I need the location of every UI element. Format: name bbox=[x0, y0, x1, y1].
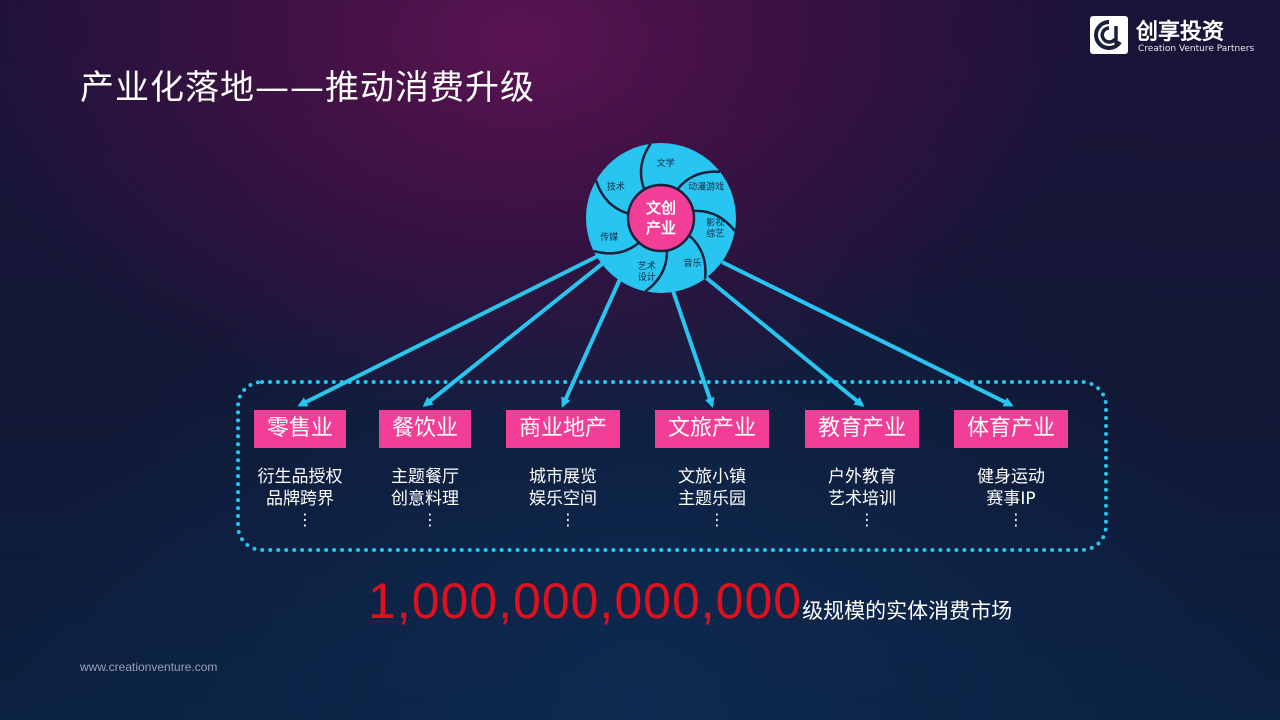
logo-subtitle: Creation Venture Partners bbox=[1138, 44, 1255, 54]
industry-label: 零售业 bbox=[254, 410, 346, 448]
more-ellipsis: ⋮ bbox=[859, 510, 875, 529]
wheel-segment-label: 艺术 bbox=[638, 260, 656, 272]
wheel-divider bbox=[639, 143, 652, 190]
industry-examples: 衍生品授权品牌跨界 bbox=[240, 466, 360, 510]
industry-label: 商业地产 bbox=[506, 410, 620, 448]
industry-example-item: 健身运动 bbox=[977, 467, 1045, 487]
logo-mark-icon bbox=[1090, 16, 1128, 54]
industry-label: 体育产业 bbox=[954, 410, 1068, 448]
wheel-divider bbox=[688, 235, 707, 279]
industry-example-item: 创意料理 bbox=[391, 489, 459, 509]
wheel-divider bbox=[594, 180, 628, 215]
industry-label: 教育产业 bbox=[805, 410, 919, 448]
industry-example-item: 主题餐厅 bbox=[391, 467, 459, 487]
industry-example-item: 主题乐园 bbox=[678, 489, 746, 509]
industries-container bbox=[236, 380, 1108, 552]
industry-examples: 健身运动赛事IP bbox=[951, 466, 1071, 510]
wheel-segment-label: 文学 bbox=[657, 157, 675, 169]
industry-example-item: 户外教育 bbox=[828, 467, 896, 487]
wheel-divider bbox=[677, 170, 721, 190]
arrow-to-industry bbox=[670, 287, 715, 408]
industry-examples: 城市展览娱乐空间 bbox=[503, 466, 623, 510]
industry-example-item: 衍生品授权 bbox=[257, 467, 343, 487]
logo-name: 创享投资 bbox=[1136, 20, 1225, 45]
wheel-divider bbox=[694, 209, 736, 232]
wheel-segment-label: 传媒 bbox=[600, 231, 618, 243]
wheel-segment-label: 技术 bbox=[607, 181, 625, 193]
wheel-divider bbox=[593, 242, 639, 255]
wheel-segment-label: 综艺 bbox=[706, 228, 724, 240]
wheel-center-circle bbox=[626, 183, 696, 253]
market-description: 级规模的实体消费市场 bbox=[802, 599, 1013, 623]
industry-example-item: 品牌跨界 bbox=[266, 489, 334, 509]
industry-example-item: 城市展览 bbox=[529, 467, 597, 487]
market-size: 1,000,000,000,000级规模的实体消费市场 bbox=[368, 572, 1012, 630]
industry-example-item: 文旅小镇 bbox=[678, 467, 746, 487]
more-ellipsis: ⋮ bbox=[297, 510, 313, 529]
industry-examples: 主题餐厅创意料理 bbox=[365, 466, 485, 510]
company-logo: 创享投资 Creation Venture Partners bbox=[1090, 14, 1270, 58]
more-ellipsis: ⋮ bbox=[422, 510, 438, 529]
wheel-divider bbox=[644, 251, 669, 293]
wheel-segment-label: 影视 bbox=[706, 217, 724, 229]
wheel-segment-label: 音乐 bbox=[683, 257, 701, 269]
more-ellipsis: ⋮ bbox=[560, 510, 576, 529]
industry-examples: 户外教育艺术培训 bbox=[802, 466, 922, 510]
more-ellipsis: ⋮ bbox=[1008, 510, 1024, 529]
industry-examples: 文旅小镇主题乐园 bbox=[652, 466, 772, 510]
wheel-center-line2: 产业 bbox=[646, 219, 676, 237]
industry-example-item: 艺术培训 bbox=[828, 489, 896, 509]
industry-example-item: 娱乐空间 bbox=[529, 489, 597, 509]
industry-label: 文旅产业 bbox=[655, 410, 769, 448]
wheel-segment-label: 动漫游戏 bbox=[688, 181, 724, 193]
website-url: www.creationventure.com bbox=[80, 660, 218, 674]
market-number: 1,000,000,000,000 bbox=[368, 573, 803, 629]
slide-title: 产业化落地——推动消费升级 bbox=[80, 68, 535, 108]
wheel-segment-label: 设计 bbox=[638, 271, 656, 283]
industry-label: 餐饮业 bbox=[379, 410, 471, 448]
wheel-center-line1: 文创 bbox=[646, 199, 676, 217]
more-ellipsis: ⋮ bbox=[709, 510, 725, 529]
industry-example-item: 赛事IP bbox=[986, 489, 1036, 509]
